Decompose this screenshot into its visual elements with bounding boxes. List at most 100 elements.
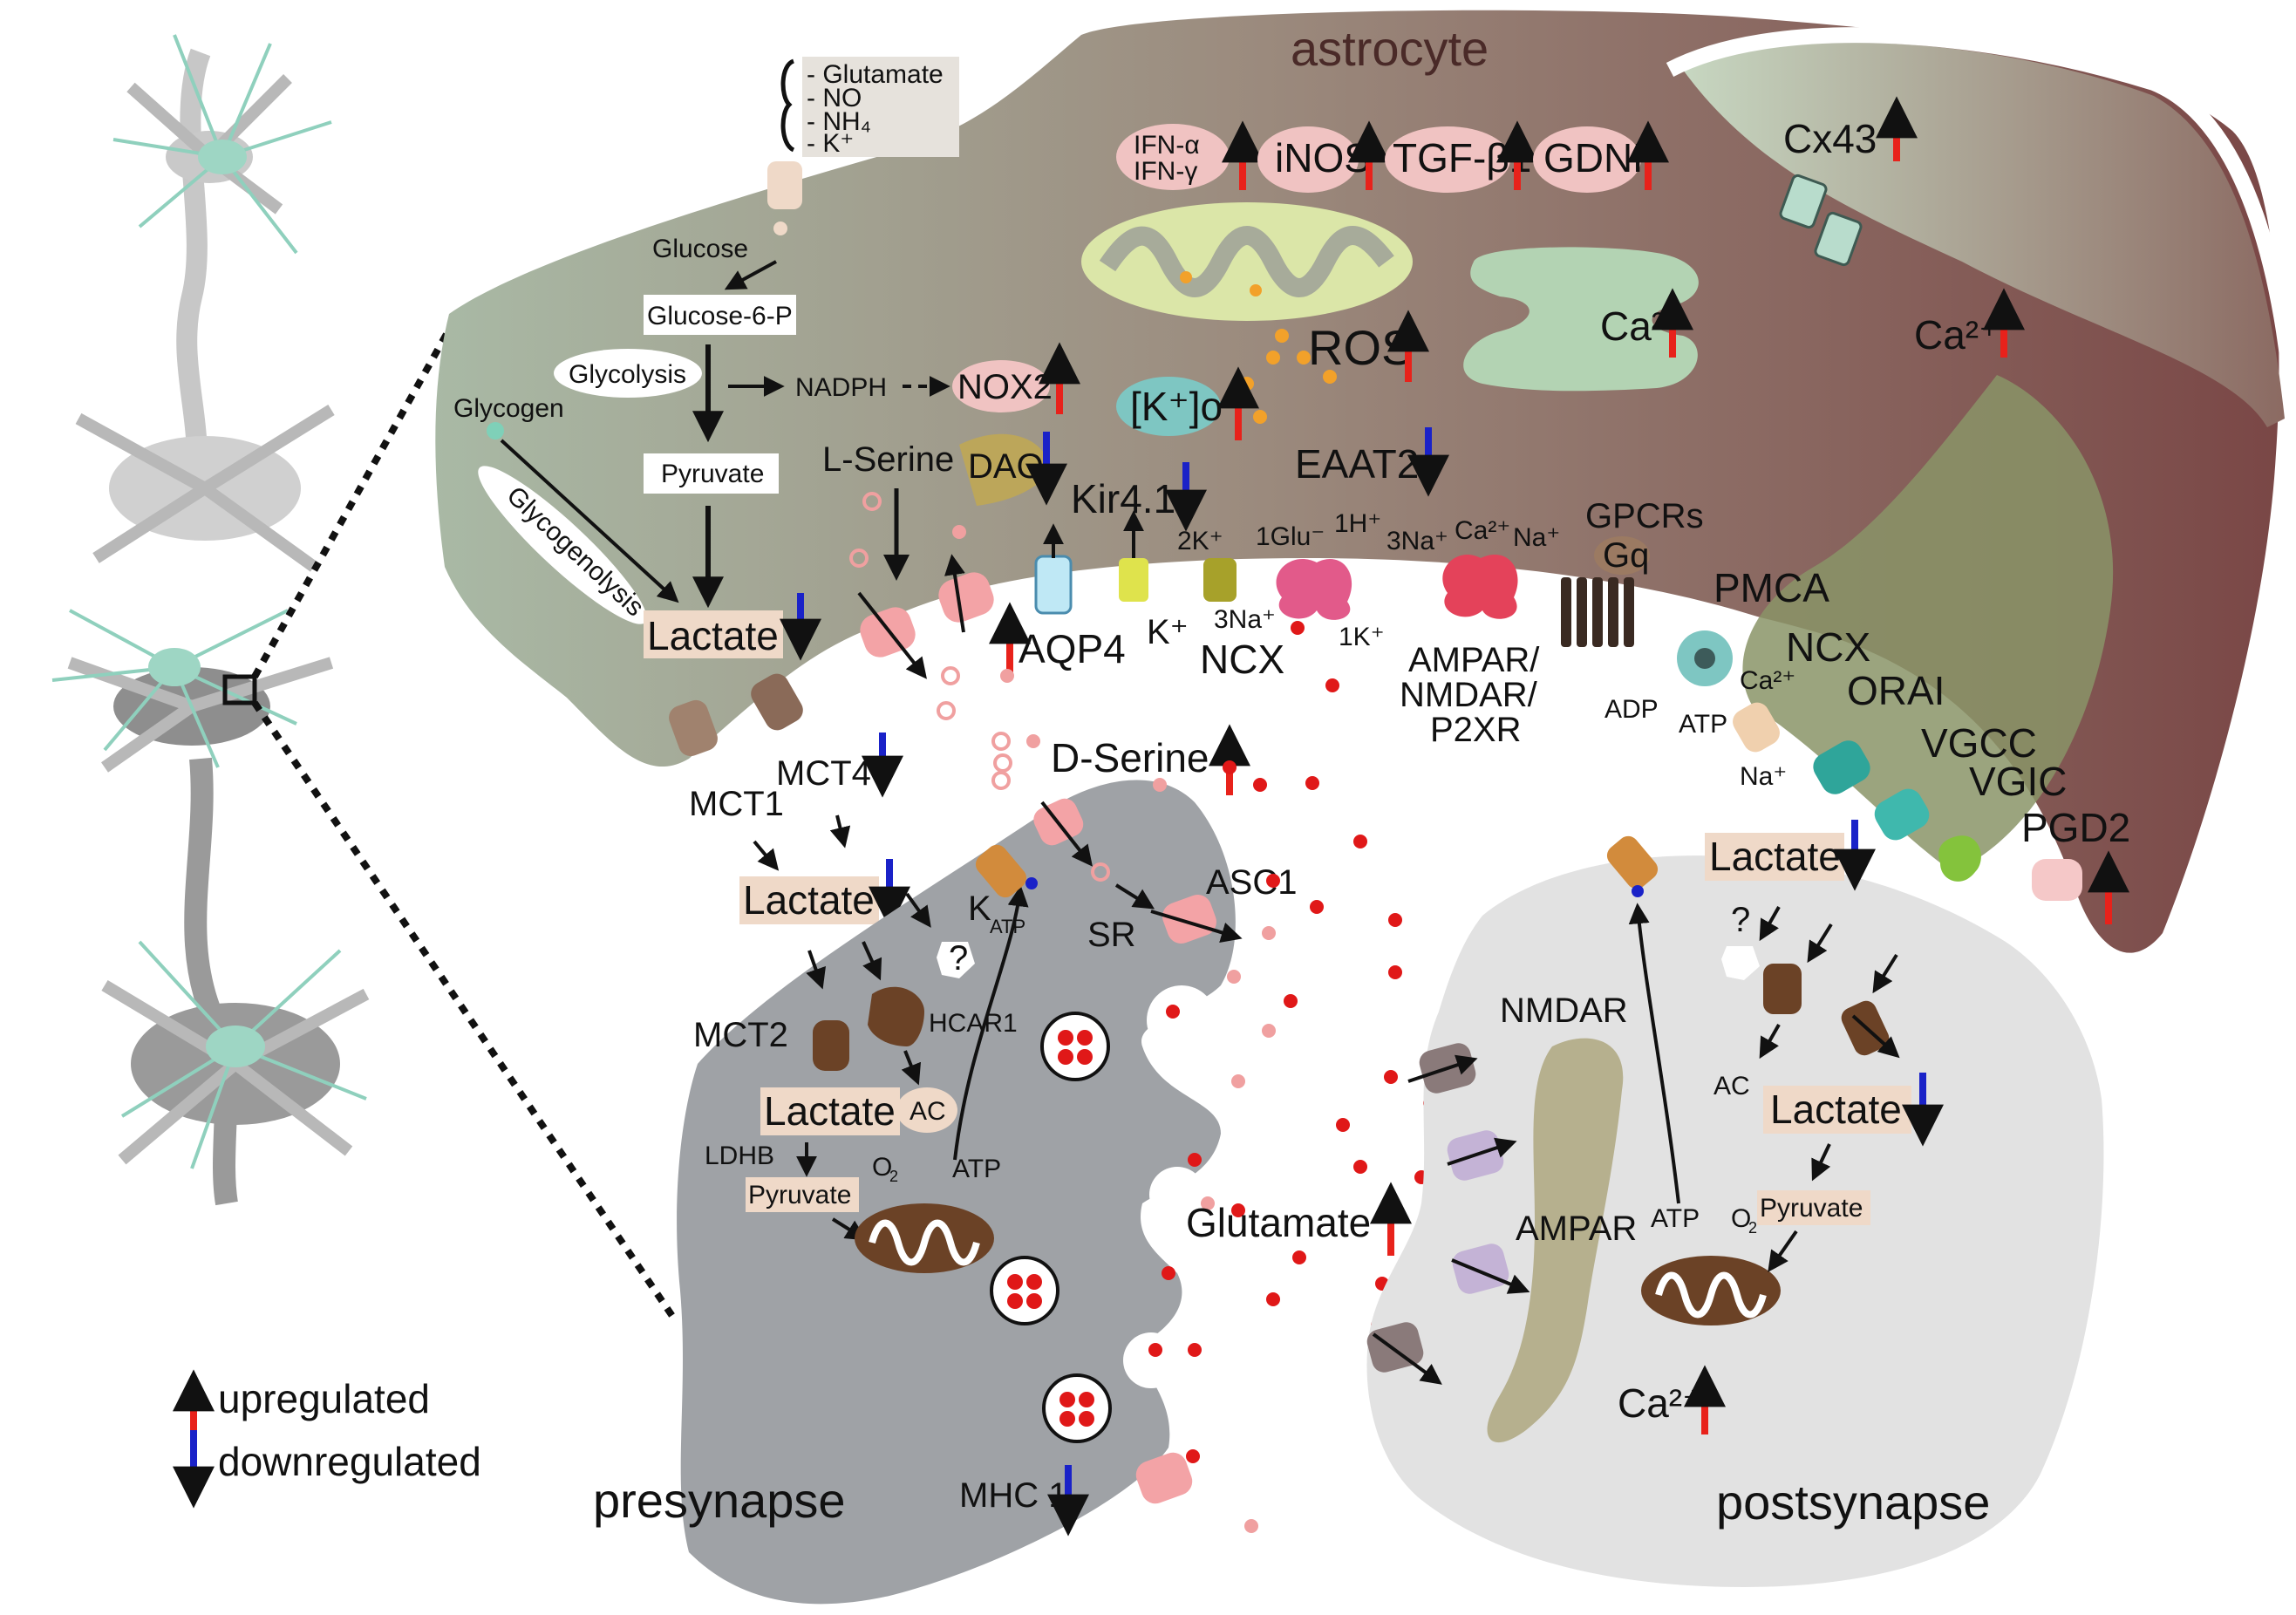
aqp4-icon (1034, 555, 1073, 615)
er-calcium-store (1463, 247, 1699, 392)
pre-question-label: ? (949, 939, 968, 978)
post-ac-label: AC (1713, 1072, 1750, 1101)
post-intra-lactate-label: Lactate (1770, 1087, 1902, 1132)
eaat-glu-label: 1Glu⁻ (1256, 522, 1325, 551)
stimulus-glutamate: - Glutamate (807, 60, 944, 89)
mct2-label: MCT2 (693, 1016, 788, 1054)
ext-lactate-label: Lactate (743, 877, 875, 923)
mct2-icon (813, 1020, 849, 1071)
aqp4-label: AQP4 (1019, 626, 1126, 671)
legend-down-label: downregulated (218, 1439, 481, 1484)
kir41-k-label: K⁺ (1147, 613, 1189, 651)
post-ext-lactate-label: Lactate (1709, 834, 1841, 879)
post-question-label: ? (1731, 901, 1750, 939)
glucose-arrow (724, 260, 777, 290)
g6p-label: Glucose-6-P (647, 302, 793, 330)
sr-label: SR (1087, 916, 1136, 954)
stimulus-box-bg (802, 57, 959, 157)
ko-bubble (1116, 377, 1221, 436)
glia-soma-top (198, 140, 247, 174)
cytokine-row: IFN-α IFN-γ iNOS TGF-β1 GDNF (1116, 120, 1669, 193)
kir41-label: Kir4.1 (1071, 476, 1175, 521)
pmca-core-icon (1694, 648, 1715, 669)
intra-lactate-box (760, 1087, 900, 1135)
post-o2-label: O (1731, 1204, 1751, 1233)
pre-o2-label: O (872, 1153, 892, 1182)
mct4-out-arrow (829, 814, 851, 848)
nadph-label: NADPH (795, 373, 887, 402)
glucose-label: Glucose (652, 235, 748, 263)
asc1-label: ASC1 (1206, 863, 1298, 902)
serine-exchanger-icon (938, 572, 994, 623)
post-mct-arrow (1851, 1014, 1900, 1059)
vgcc-label: VGCC (1921, 720, 2037, 766)
post-pyruvate-box (1757, 1190, 1870, 1225)
astrocyte-gap (1666, 27, 2296, 419)
pre-mito-cristae (869, 1219, 980, 1266)
glucose-molecule-icon (773, 221, 787, 235)
postsynapse-contents: NMDAR AMPAR ATP O 2 Pyruvate Lactate AC … (1366, 820, 1944, 1434)
postsynaptic-density-spine (1487, 1038, 1624, 1443)
glia-soma-bottom (206, 1026, 265, 1067)
mct1-out-arrow (753, 840, 780, 871)
mhc1-label: MHC 1 (959, 1476, 1067, 1515)
gpcr-icon (1561, 577, 1634, 647)
pmca-label: PMCA (1713, 565, 1829, 610)
pmca-adp-label: ADP (1604, 695, 1659, 724)
post-lactate-pyruvate-arrow (1811, 1143, 1831, 1182)
legend-up-label: upregulated (218, 1376, 430, 1421)
orai-label: ORAI (1847, 668, 1945, 713)
ampar-group-line3: P2XR (1430, 711, 1522, 749)
eaat-k-label: 1K⁺ (1339, 623, 1385, 651)
gpcrs-label: GPCRs (1585, 497, 1704, 535)
inos-label: iNOS (1275, 135, 1371, 181)
post-pyruvate-label: Pyruvate (1760, 1194, 1863, 1223)
serine-dots (849, 492, 1276, 1533)
astro-mito-cristae (1099, 226, 1394, 297)
lactate-to-mct2-arrow-2 (862, 941, 882, 981)
postsynapse-label: postsynapse (1716, 1475, 1990, 1530)
post-ca-label: Ca²⁺ (1618, 1380, 1703, 1426)
astrocyte-mitochondrion (1081, 202, 1413, 321)
nox2-label: NOX2 (957, 368, 1053, 406)
astrocyte-membrane-proteins: AQP4 Kir4.1 K⁺ 2K⁺ 3Na⁺ NCX 1Glu⁻ 1H⁺ 3N… (857, 462, 2130, 924)
intra-lactate-label: Lactate (764, 1088, 896, 1134)
ncx-astro-label: NCX (1200, 637, 1284, 682)
lactate-shuttle: MCT1 MCT4 Lactate (669, 673, 910, 929)
sr-arrow (1040, 801, 1093, 867)
post-katp-atp-dot (1632, 885, 1644, 897)
mct1-label: MCT1 (689, 785, 784, 823)
eaat2-label: EAAT2 (1295, 441, 1419, 487)
post-nmdar-arrow-2 (1372, 1332, 1442, 1385)
nka-icon (1203, 558, 1237, 602)
post-ampar-label: AMPAR (1516, 1210, 1637, 1248)
mhc1-receptor-icon (1135, 1452, 1193, 1504)
legend: upregulated downregulated (173, 1369, 481, 1509)
gq-bubble (1594, 536, 1650, 575)
ko-label: [K⁺]o (1130, 384, 1223, 429)
stimulus-nh4: - NH₄ (807, 107, 871, 136)
glycolysis-label: Glycolysis (569, 360, 686, 389)
pre-ac-label: AC (910, 1097, 946, 1126)
neuron-dendrite-bottom (184, 757, 238, 1206)
glycogenolysis-bubble (478, 466, 647, 624)
astro-lactate-label: Lactate (647, 613, 779, 658)
post-lactate-arrow-1 (1759, 906, 1781, 942)
mct1-icon (669, 699, 718, 757)
stimulus-box: - Glutamate - NO - NH₄ - K⁺ (767, 57, 959, 235)
post-ampar-icon-2 (1452, 1244, 1509, 1294)
astrocyte-label: astrocyte (1291, 21, 1489, 76)
pgd2-receptor-icon (2032, 859, 2082, 901)
g6p-box (644, 295, 796, 335)
nka-3na-label: 3Na⁺ (1214, 605, 1276, 634)
post-atp-to-katp-arrow (1628, 903, 1680, 1204)
dserine-to-asc1-arrow (1114, 883, 1155, 910)
ampar-group-icon (1442, 554, 1518, 619)
ncx2-na-label: Na⁺ (1740, 762, 1787, 791)
katp-label: K (968, 889, 991, 928)
post-ext-lactate-box (1705, 833, 1844, 881)
post-pyruvate-mito-arrow (1768, 1230, 1798, 1272)
ampar-group-line1: AMPAR/ (1408, 641, 1540, 679)
serine-exchanger-arrow (944, 554, 965, 633)
